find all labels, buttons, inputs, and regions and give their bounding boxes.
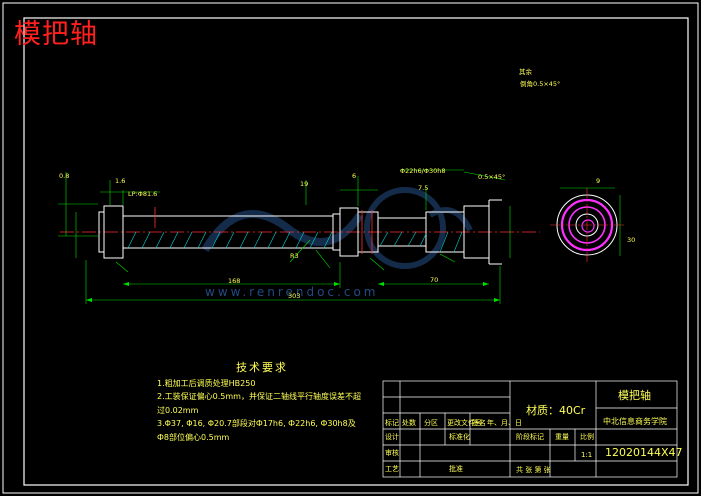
dim-radius: R3 [290, 252, 299, 260]
watermark-text: www.renrendoc.com [205, 285, 378, 299]
dim-19: 19 [300, 180, 308, 188]
dim-tolerance: Φ22h6/Φ30h8 [400, 167, 445, 175]
note-item: 1.粗加工后调质处理HB250 [157, 378, 256, 388]
tb-label-zone: 分区 [424, 419, 438, 427]
tb-label-design: 设计 [385, 433, 399, 441]
dim-main-length: 168 [228, 277, 240, 285]
tb-label-ratio: 比例 [580, 433, 594, 441]
dim-lp: LP:Φ81.6 [128, 190, 157, 198]
end-view [550, 187, 624, 262]
tb-part-name: 模把轴 [618, 389, 651, 402]
tb-label-date: 年、月、日 [487, 419, 522, 427]
dim-30: 30 [627, 236, 635, 244]
watermark-logo [201, 187, 473, 269]
section-hatch [127, 231, 463, 253]
tb-label-weight: 重量 [555, 433, 569, 441]
tb-company: 中北信息商务学院 [603, 417, 667, 426]
notes-heading: 技术要求 [236, 361, 288, 374]
tb-label-stage: 阶段标记 [516, 433, 544, 441]
tb-label-count: 处数 [402, 419, 416, 427]
title-block-grid [382, 380, 678, 478]
shaft-outline [98, 199, 502, 265]
technical-notes: 技术要求 1.粗加工后调质处理HB250 2.工装保证偏心0.5mm，并保证二轴… [157, 361, 367, 444]
dim-chamfer: 0.5×45° [478, 173, 505, 181]
tb-label-mark: 标记 [385, 419, 399, 427]
tb-label-process: 工艺 [385, 465, 399, 473]
dim-roughness: 其余 [519, 67, 533, 76]
tb-scale: 1:1 [581, 451, 593, 459]
tb-label-change: 更改文件号 [447, 419, 482, 427]
dim-6: 6 [352, 172, 356, 180]
dim-09: 0.8 [59, 172, 69, 180]
tb-sheets: 共 张 第 张 [516, 466, 551, 474]
tb-drawing-no: 12020144X47 [605, 446, 683, 459]
dim-70: 70 [430, 276, 438, 284]
tb-label-approve: 批准 [449, 465, 463, 473]
eccentric-features [154, 207, 373, 254]
tb-label-review: 审核 [385, 449, 399, 457]
note-item: 2.工装保证偏心0.5mm，并保证二轴线平行轴度误差不超过0.02mm [157, 392, 361, 415]
note-item: 3.Φ37, Φ16, Φ20.7部段对Ф17h6, Ф22h6, Ф30h8及… [157, 419, 356, 442]
tb-label-signature: 签名 [472, 419, 486, 427]
drawing-title: 模把轴 [14, 19, 98, 50]
dimension-lines [58, 169, 511, 304]
dim-303: 303 [288, 292, 300, 300]
dim-7: 7.5 [418, 184, 428, 192]
dim-9: 9 [596, 177, 600, 185]
tb-material: 材质：40Cr [526, 404, 586, 417]
inner-border [23, 17, 689, 486]
tb-label-standardize: 标准化 [449, 433, 470, 441]
dim-angle-note: 倒角0.5×45° [520, 79, 560, 88]
dimension-arrows [86, 282, 500, 302]
dim-1: 1.6 [115, 177, 125, 185]
